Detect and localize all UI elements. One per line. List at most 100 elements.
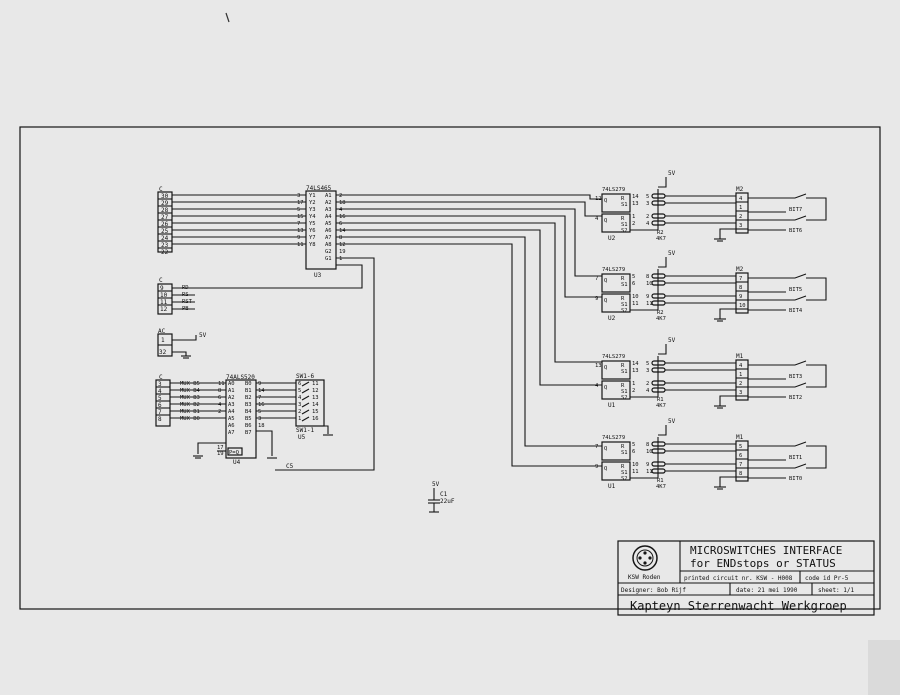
svg-text:19: 19 xyxy=(217,451,224,457)
title-line-1: MICROSWITCHES INTERFACE xyxy=(690,544,842,557)
pin-label: Y2 xyxy=(309,200,316,206)
pin-label: 14 xyxy=(258,388,265,394)
pin-label: Q xyxy=(604,218,607,224)
pin-label: R xyxy=(621,464,625,470)
logo-text: KSW Roden xyxy=(628,574,661,581)
pin-label: 1 xyxy=(739,205,742,211)
pin-label: 5 xyxy=(632,442,635,448)
u4-ref: U4 xyxy=(233,459,241,466)
designer: Designer: Bob Rijf xyxy=(621,587,686,594)
resistor-ref: R1 xyxy=(657,478,664,484)
latch-ref: U2 xyxy=(608,315,616,322)
ksw-logo: KSW Roden xyxy=(628,545,661,581)
connector-ref: M2 xyxy=(736,266,744,273)
pin-label: 7 xyxy=(595,444,598,450)
pin-label: S2 xyxy=(621,395,628,401)
pin-label: 3 xyxy=(739,390,742,396)
pin-label: 15 xyxy=(312,409,319,415)
pin-label: S1 xyxy=(621,389,628,395)
pin-label: 2 xyxy=(739,214,742,220)
pin-label: 23 xyxy=(161,242,169,249)
connector-c2-label: C xyxy=(159,277,163,284)
code-id: code id Pr-5 xyxy=(805,575,849,582)
mux-wires xyxy=(170,382,226,419)
pin-label: 11 xyxy=(646,301,653,307)
pin-label: 3 xyxy=(646,201,649,207)
pin-label: 9 xyxy=(297,235,300,241)
pin-label: 1 xyxy=(298,416,301,422)
bit-label: BIT7 xyxy=(789,207,802,213)
pin-label: 5 xyxy=(739,444,742,450)
pin-label: G2 xyxy=(325,249,332,255)
pin-label: 10 xyxy=(646,449,653,455)
pin-label: 6 xyxy=(632,281,635,287)
pin-label: R xyxy=(621,276,625,282)
pin-label: 14 xyxy=(312,402,319,408)
u5-label-top: SW1-6 xyxy=(296,373,314,380)
pin-label: 7 xyxy=(739,276,742,282)
pin-label: 17 xyxy=(297,200,304,206)
pin-label: 13 xyxy=(632,368,639,374)
pin-label: 1 xyxy=(632,214,635,220)
pin-label: 4 xyxy=(218,402,222,408)
pin-label: 1 xyxy=(632,381,635,387)
pin-label: 4 xyxy=(158,388,162,395)
pin-label: 10 xyxy=(632,294,639,300)
pin-label: 9 xyxy=(595,464,598,470)
pin-label: A2 xyxy=(325,200,332,206)
pin-label: Y3 xyxy=(309,207,316,213)
sheet-number: sheet: 1/1 xyxy=(818,587,855,594)
pin-label: B1 xyxy=(245,388,252,394)
title-block: KSW Roden MICROSWITCHES INTERFACE for EN… xyxy=(617,540,875,616)
bit-label: BIT2 xyxy=(789,395,802,401)
c5-label: C5 xyxy=(286,463,294,470)
pin-label: A2 xyxy=(228,395,235,401)
bit-label: BIT0 xyxy=(789,476,802,482)
pin-label: 8 xyxy=(646,274,649,280)
pin-label: 12 xyxy=(339,242,346,248)
pin-label: 9 xyxy=(595,296,598,302)
pin-label: S1 xyxy=(621,450,628,456)
resistor-value: 4K7 xyxy=(656,403,666,409)
pin-label: 3 xyxy=(297,193,300,199)
supply-5v: 5V xyxy=(668,250,676,257)
pin-label: 12 xyxy=(160,306,168,313)
pin-label: 22 xyxy=(161,249,169,256)
pin-label: 9 xyxy=(646,462,649,468)
connector-c3-label: C xyxy=(159,374,163,381)
pin-label: 3 xyxy=(298,402,301,408)
pin-label: RD xyxy=(182,285,189,291)
svg-text:32: 32 xyxy=(159,349,167,356)
pin-label: 25 xyxy=(161,228,169,235)
pin-label: 7 xyxy=(739,462,742,468)
u3-ref: U3 xyxy=(314,272,322,279)
pin-label: 4 xyxy=(739,363,743,369)
pin-label: 12 xyxy=(312,388,319,394)
supply-5v: 5V xyxy=(668,170,676,177)
pin-label: 8 xyxy=(739,471,742,477)
pin-label: 5 xyxy=(297,207,300,213)
resistor-ref: R1 xyxy=(657,397,664,403)
latch-type: 74LS279 xyxy=(602,354,625,360)
u4-u5-wires xyxy=(256,382,296,419)
pin-label: S1 xyxy=(621,282,628,288)
pin-label: 3 xyxy=(158,381,162,388)
pin-label: 16 xyxy=(258,402,265,408)
pin-label: 26 xyxy=(161,221,169,228)
pin-label: 11 xyxy=(218,381,225,387)
connector-ac-label: AC xyxy=(158,328,166,335)
pin-label: 29 xyxy=(161,200,169,207)
pin-label: A1 xyxy=(228,388,235,394)
mux-signal: MUX B5 xyxy=(180,381,200,387)
pin-label: 3 xyxy=(646,368,649,374)
pin-label: 9 xyxy=(646,294,649,300)
resistor-value: 4K7 xyxy=(656,316,666,322)
pin-label: 5 xyxy=(646,361,649,367)
supply-5v: 5V xyxy=(668,337,676,344)
pin-label: A5 xyxy=(228,416,235,422)
pin-label: 16 xyxy=(312,416,319,422)
pin-label: 2 xyxy=(632,221,635,227)
pin-label: 5 xyxy=(632,274,635,280)
